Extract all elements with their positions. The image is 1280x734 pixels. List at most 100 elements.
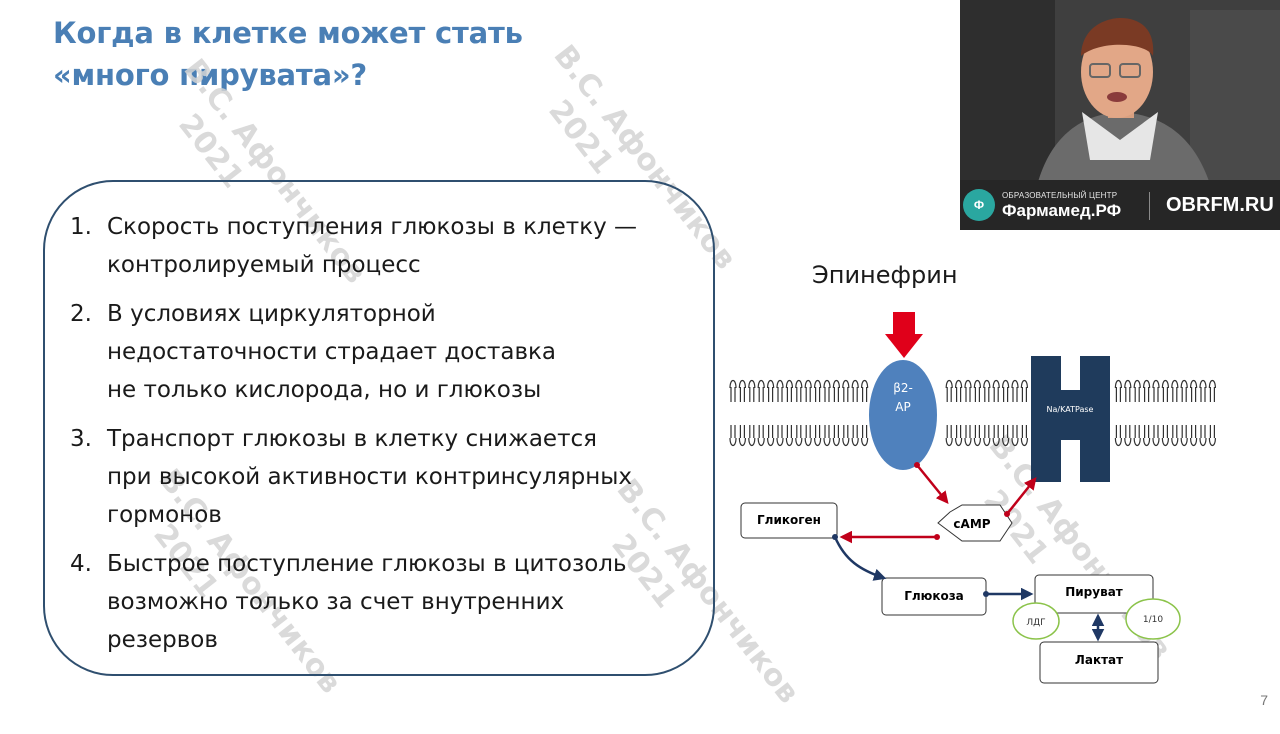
list-item-line: В условиях циркуляторной <box>107 301 436 327</box>
lipid-upper <box>1011 379 1019 402</box>
lipid-lower <box>964 425 972 447</box>
list-item-line: контролируемый процесс <box>107 252 421 278</box>
receptor-label-1: β2- <box>893 381 913 395</box>
list-item-line: недостаточности страдает доставка <box>107 339 557 365</box>
numbered-list: 1. Скорость поступления глюкозы в клетку… <box>70 208 727 670</box>
lipid-lower <box>1199 425 1207 447</box>
lipid-upper <box>955 379 963 402</box>
lipid-upper <box>823 379 831 402</box>
lipid-lower <box>955 425 963 447</box>
lipid-lower <box>1161 425 1169 447</box>
lipid-lower <box>1180 425 1188 447</box>
lipid-lower <box>1208 425 1216 447</box>
lipid-lower <box>1002 425 1010 447</box>
lipid-lower <box>1190 425 1198 447</box>
lipid-upper <box>1124 379 1132 402</box>
lipid-upper <box>785 379 793 402</box>
lipid-lower <box>757 425 765 447</box>
lipid-upper <box>795 379 803 402</box>
lipid-upper <box>776 379 784 402</box>
lipid-lower <box>1133 425 1141 447</box>
lipid-upper <box>804 379 812 402</box>
lipid-upper <box>738 379 746 402</box>
lipid-upper <box>1133 379 1141 402</box>
lipid-upper <box>945 379 953 402</box>
lipid-upper <box>992 379 1000 402</box>
lactate-label: Лактат <box>1075 653 1123 667</box>
pump-label: Na/KATPase <box>1047 405 1094 414</box>
lipid-lower <box>983 425 991 447</box>
lipid-upper <box>983 379 991 402</box>
lipid-upper <box>1180 379 1188 402</box>
lipid-upper <box>1208 379 1216 402</box>
lipid-lower <box>945 425 953 447</box>
brand-divider <box>1149 192 1150 220</box>
lipid-upper <box>748 379 756 402</box>
list-item: 1. Скорость поступления глюкозы в клетку… <box>70 208 727 284</box>
lactate-box <box>1039 641 1159 684</box>
lipid-lower <box>1152 425 1160 447</box>
lipid-lower <box>729 425 737 447</box>
lipid-lower <box>814 425 822 447</box>
list-item-line: возможно только за счет внутренних <box>107 589 565 615</box>
list-item: 2. В условиях циркуляторной недостаточно… <box>70 295 727 409</box>
camp-node: cAMP <box>937 504 1013 542</box>
lipid-lower <box>851 425 859 447</box>
lipid-upper <box>1143 379 1151 402</box>
lipid-lower <box>973 425 981 447</box>
lipid-lower <box>1124 425 1132 447</box>
lipid-lower <box>748 425 756 447</box>
lipid-lower <box>776 425 784 447</box>
lipid-upper <box>757 379 765 402</box>
ldh-enzyme <box>1012 602 1060 640</box>
page-number: 7 <box>1260 692 1268 708</box>
lipid-lower <box>785 425 793 447</box>
ratio-ellipse <box>1125 598 1181 640</box>
list-item: 4. Быстрое поступление глюкозы в цитозол… <box>70 545 727 659</box>
list-item-number: 3. <box>70 426 92 452</box>
lipid-upper <box>814 379 822 402</box>
camp-label: cAMP <box>953 517 990 531</box>
list-item-line: Быстрое поступление глюкозы в цитозоль <box>107 551 627 577</box>
list-item-number: 1. <box>70 214 92 240</box>
lipid-lower <box>842 425 850 447</box>
lipid-upper <box>767 379 775 402</box>
blue-arrows <box>832 534 1105 642</box>
pyruvate-label: Пируват <box>1065 585 1123 599</box>
list-item-line: при высокой активности контринсулярных <box>107 464 633 490</box>
list-frame <box>43 180 715 676</box>
lipid-upper <box>1114 379 1122 402</box>
cell-membrane <box>729 379 1216 447</box>
lipid-lower <box>1011 425 1019 447</box>
na-k-atpase: Na/KATPase <box>1031 356 1110 482</box>
lipid-lower <box>992 425 1000 447</box>
lipid-lower <box>738 425 746 447</box>
list-item-number: 2. <box>70 301 92 327</box>
brand-site: OBRFM.RU <box>1166 194 1274 216</box>
lipid-upper <box>1002 379 1010 402</box>
list-item-line: резервов <box>107 627 218 653</box>
lipid-lower <box>1020 425 1028 447</box>
glycogen-box <box>740 502 838 539</box>
lipid-lower <box>1171 425 1179 447</box>
list-item: 3. Транспорт глюкозы в клетку снижается … <box>70 420 727 534</box>
pyruvate-box <box>1034 574 1154 614</box>
lipid-upper <box>861 379 869 402</box>
lipid-upper <box>1199 379 1207 402</box>
lipid-upper <box>832 379 840 402</box>
lipid-upper <box>1190 379 1198 402</box>
slide-title-line2: «много пирувата»? <box>53 58 368 93</box>
beta2-receptor <box>869 360 937 470</box>
list-item-line: гормонов <box>107 502 222 528</box>
lipid-lower <box>1114 425 1122 447</box>
lipid-lower <box>1143 425 1151 447</box>
lipid-upper <box>964 379 972 402</box>
lipid-upper <box>1020 379 1028 402</box>
lipid-lower <box>767 425 775 447</box>
brand-logo-icon: Ф <box>963 189 995 221</box>
list-item-line: Транспорт глюкозы в клетку снижается <box>107 426 597 452</box>
receptor-label-2: AP <box>895 400 910 414</box>
lipid-lower <box>804 425 812 447</box>
ldh-label: ЛДГ <box>1026 618 1045 628</box>
